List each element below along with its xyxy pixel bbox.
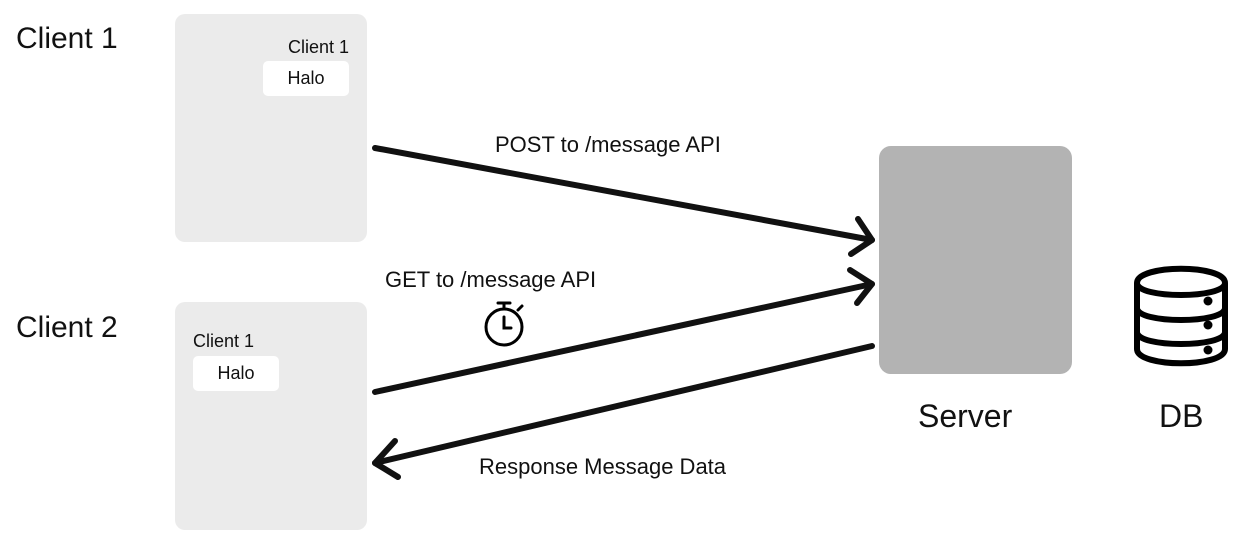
database-icon — [1134, 265, 1228, 367]
get-arrow-line — [372, 281, 875, 395]
get-arrowhead — [847, 267, 875, 306]
response-arrow-line — [372, 343, 875, 466]
db-label: DB — [1159, 398, 1204, 434]
post-arrowhead — [848, 216, 875, 257]
server-label: Server — [918, 398, 1013, 434]
post-arrow-line — [372, 145, 875, 243]
stopwatch-icon — [484, 301, 524, 347]
client1-chat-bubble: Halo — [263, 61, 349, 96]
client1-panel: Client 1 Halo — [175, 14, 367, 242]
client1-chat-sender: Client 1 — [287, 37, 349, 57]
client2-title: Client 2 — [16, 311, 118, 344]
client2-panel: Client 1 Halo — [175, 302, 367, 530]
client1-title: Client 1 — [16, 22, 118, 55]
post-edge-label: POST to /message API — [495, 132, 721, 157]
client2-chat-message: Halo — [217, 363, 255, 383]
server-box — [879, 146, 1072, 374]
client2-chat-bubble: Halo — [193, 356, 279, 391]
get-edge-label: GET to /message API — [385, 267, 597, 292]
response-arrowhead — [372, 438, 401, 480]
client1-chat-message: Halo — [287, 68, 325, 88]
client2-chat-sender: Client 1 — [193, 331, 255, 351]
response-edge-label: Response Message Data — [479, 454, 727, 479]
